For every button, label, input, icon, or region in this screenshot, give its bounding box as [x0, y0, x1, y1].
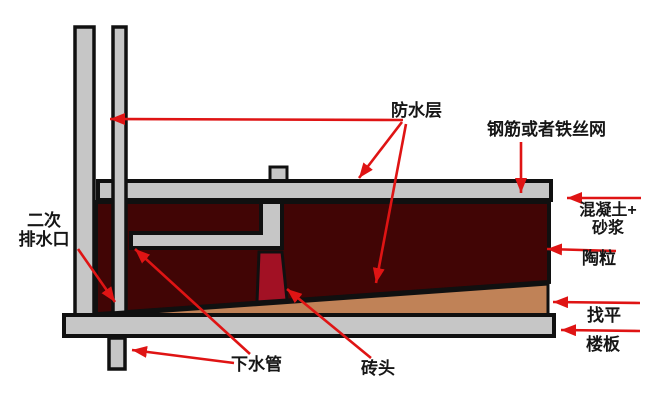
label-rebar-or-wire-mesh: 钢筋或者铁丝网	[487, 120, 606, 139]
label-floor-slab: 楼板	[586, 335, 620, 354]
label-secondary-drain: 二次 排水口	[8, 211, 80, 249]
label-concrete-mortar: 混凝土+ 砂浆	[573, 202, 643, 238]
arrow-waterproof-to-wall	[109, 113, 404, 126]
arrow-leveling	[552, 296, 641, 309]
label-waterproof-layer: 防水层	[391, 101, 442, 120]
floor-slab	[62, 313, 556, 338]
drain-pipe-outlet	[107, 336, 127, 371]
arrow-floor-slab	[560, 324, 641, 337]
label-secondary-drain-line1: 二次	[27, 211, 61, 230]
label-drain-pipe: 下水管	[231, 355, 282, 374]
vertical-drain-pipe	[111, 25, 128, 316]
arrow-drain-pipe-elbow	[134, 248, 251, 355]
label-brick: 砖头	[361, 359, 395, 378]
arrow-ceramsite	[546, 243, 617, 256]
arrow-secondary-drain	[76, 248, 117, 303]
brick-support	[255, 250, 289, 304]
waterproof-layer-line	[95, 280, 549, 318]
label-concrete-mortar-line2: 砂浆	[591, 220, 624, 237]
arrow-waterproof-to-screed	[357, 121, 404, 179]
drain-trap-elbow	[129, 200, 284, 250]
arrow-brick	[286, 287, 372, 360]
concrete-mortar-screed	[96, 179, 553, 202]
arrow-drain-pipe-outlet	[131, 345, 235, 365]
arrow-waterproof-to-wedge	[372, 123, 408, 284]
label-secondary-drain-line2: 排水口	[18, 230, 70, 249]
label-ceramsite: 陶粒	[582, 249, 616, 268]
label-concrete-mortar-line1: 混凝土+	[579, 202, 637, 219]
label-leveling: 找平	[587, 306, 621, 325]
left-wall	[73, 25, 96, 318]
